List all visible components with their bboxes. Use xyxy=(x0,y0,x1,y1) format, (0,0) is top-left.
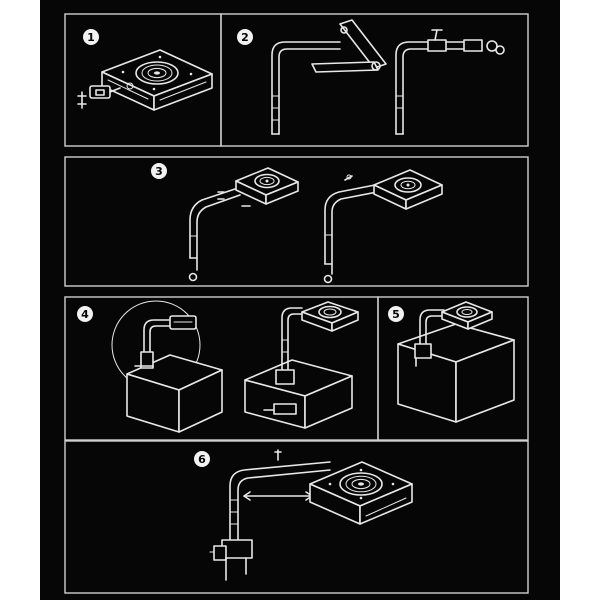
step-6-badge: 6 xyxy=(194,451,210,467)
mounting-clamp-icon xyxy=(263,369,297,415)
step-1-badge: 1 xyxy=(83,29,99,45)
light-fixture-icon xyxy=(309,461,413,525)
step-5-illustration xyxy=(397,301,515,423)
step-2-illustration xyxy=(271,19,505,135)
mounting-arm-icon xyxy=(229,461,331,549)
step-3-illustration xyxy=(188,167,443,284)
step-3-number: 3 xyxy=(155,165,163,178)
mounting-arm-icon xyxy=(188,187,241,282)
step-3-panel xyxy=(64,156,529,287)
aquarium-tank-icon xyxy=(244,359,353,429)
instruction-sheet: 1 2 3 4 5 6 xyxy=(40,0,560,600)
step-1-number: 1 xyxy=(87,31,95,44)
mounting-clamp-icon xyxy=(311,19,387,73)
step-1-illustration xyxy=(77,49,213,111)
step-5-panel xyxy=(377,296,529,441)
light-fixture-icon xyxy=(301,301,359,332)
instruction-diagram: 1 2 3 4 5 6 xyxy=(64,13,529,594)
light-fixture-icon xyxy=(235,167,299,205)
arrow-icon xyxy=(243,491,313,501)
mounting-arm-icon xyxy=(395,29,505,135)
step-4-illustration xyxy=(111,300,359,433)
step-5-badge: 5 xyxy=(388,306,404,322)
step-2-badge: 2 xyxy=(237,29,253,45)
mounting-clamp-icon xyxy=(134,351,154,369)
light-fixture-icon xyxy=(101,49,213,111)
light-fixture-icon xyxy=(441,301,493,330)
step-2-panel xyxy=(220,13,529,147)
step-6-number: 6 xyxy=(198,453,206,466)
mounting-arm-icon xyxy=(281,307,303,376)
mounting-arm-icon xyxy=(414,309,445,367)
step-6-illustration xyxy=(209,449,413,581)
screw-icon xyxy=(344,174,353,181)
aquarium-tank-icon xyxy=(126,354,223,433)
screw-icon xyxy=(217,191,251,207)
mounting-clamp-icon xyxy=(89,85,121,99)
mounting-clamp-icon xyxy=(209,539,253,581)
step-4-badge: 4 xyxy=(77,306,93,322)
aquarium-tank-icon xyxy=(397,323,515,423)
screw-icon xyxy=(77,91,87,109)
screw-icon xyxy=(274,449,282,461)
mounting-arm-icon xyxy=(143,315,197,355)
step-4-number: 4 xyxy=(81,308,89,321)
step-6-panel xyxy=(64,440,529,594)
step-5-number: 5 xyxy=(392,308,400,321)
light-fixture-icon xyxy=(373,169,443,210)
step-3-badge: 3 xyxy=(151,163,167,179)
mounting-arm-icon xyxy=(323,183,383,284)
step-2-number: 2 xyxy=(241,31,249,44)
mounting-arm-icon xyxy=(271,41,341,135)
